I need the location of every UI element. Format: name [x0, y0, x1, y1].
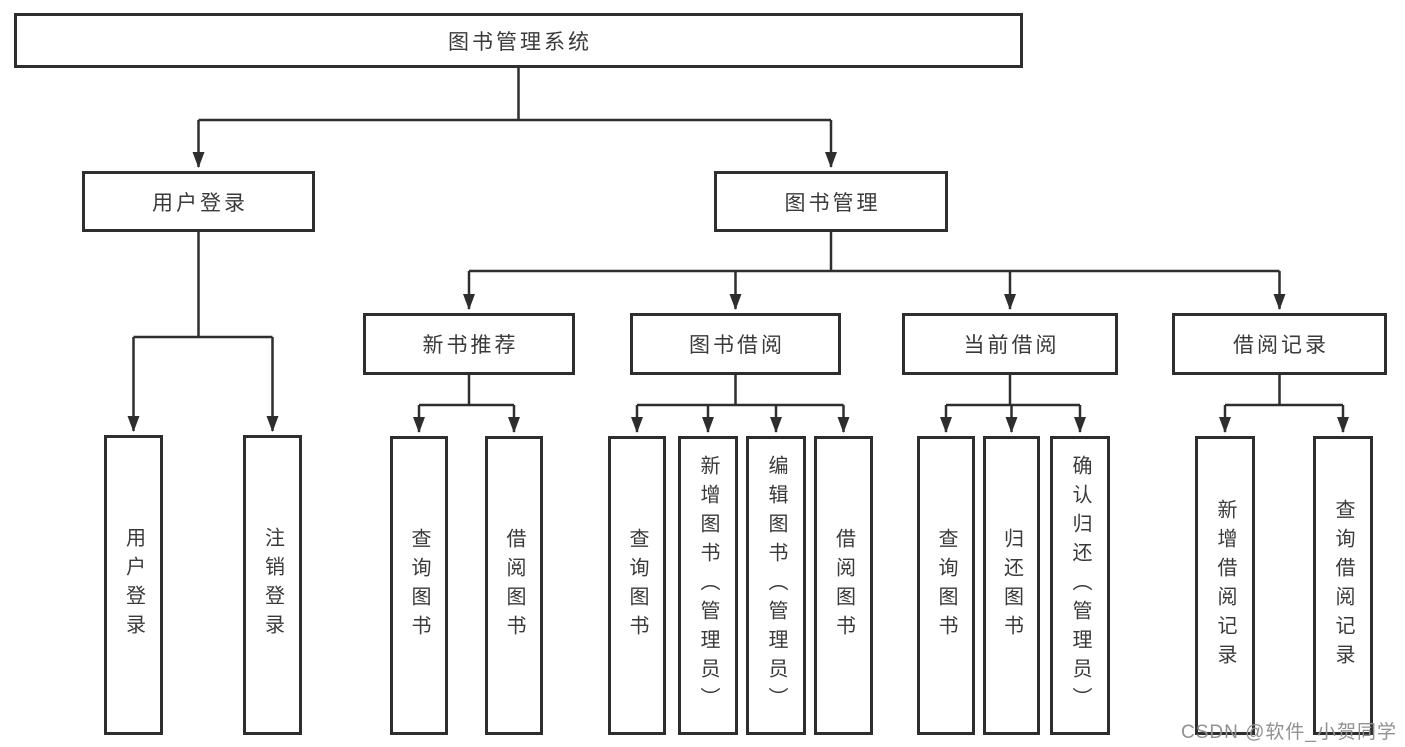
node-borrow-records: 借阅记录: [1172, 313, 1387, 375]
node-cb-confirm-return-admin: 确认归还（管理员）: [1050, 436, 1110, 735]
node-current-borrow: 当前借阅: [902, 313, 1118, 375]
node-nbr-query-books: 查询图书: [390, 436, 448, 735]
node-logout-leaf: 注销登录: [243, 435, 302, 735]
csdn-watermark: CSDN @软件_小贺同学: [1181, 722, 1397, 743]
node-nbr-borrow-books: 借阅图书: [485, 436, 543, 735]
node-user-login-leaf: 用户登录: [104, 435, 163, 735]
node-new-book-recommend: 新书推荐: [363, 313, 575, 375]
node-user-login-branch: 用户登录: [82, 171, 315, 232]
node-book-management-branch: 图书管理: [714, 171, 948, 232]
node-bb-query-books: 查询图书: [608, 436, 666, 735]
node-cb-query-books: 查询图书: [917, 436, 975, 735]
node-br-add-record: 新增借阅记录: [1195, 436, 1255, 735]
node-bb-edit-books-admin: 编辑图书（管理员）: [746, 436, 806, 735]
node-br-query-record: 查询借阅记录: [1313, 436, 1373, 735]
node-bb-add-books-admin: 新增图书（管理员）: [678, 436, 738, 735]
node-book-borrow: 图书借阅: [630, 313, 841, 375]
node-root-library-system: 图书管理系统: [14, 13, 1023, 68]
node-bb-borrow-books: 借阅图书: [814, 436, 873, 735]
node-cb-return-books: 归还图书: [983, 436, 1040, 735]
